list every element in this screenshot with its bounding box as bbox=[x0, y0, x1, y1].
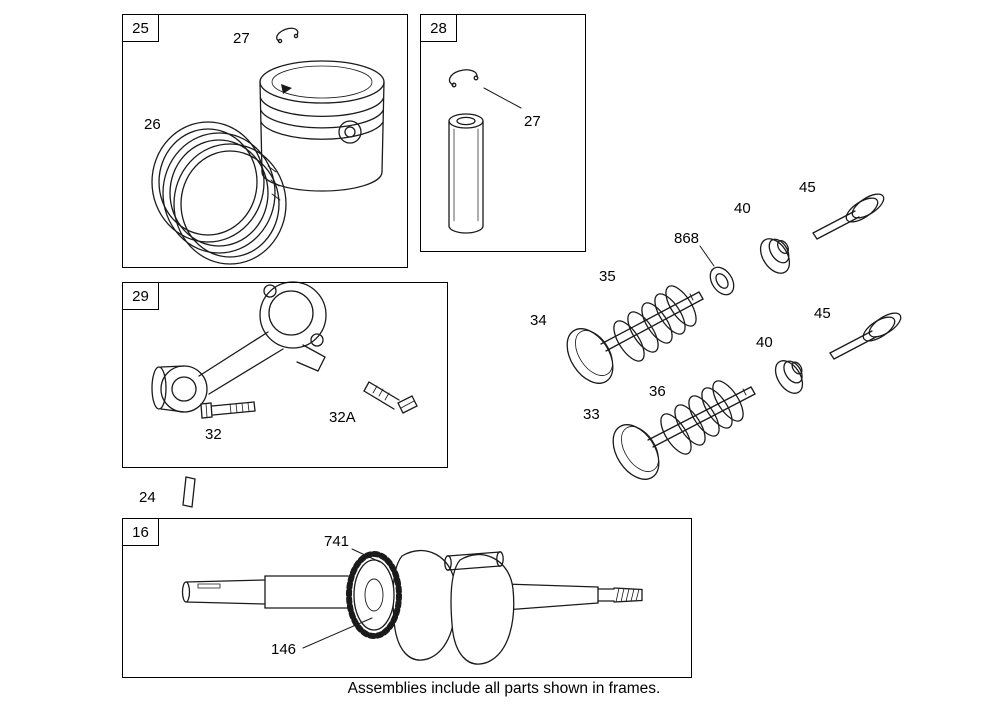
label-part-45-cap-top: 45 bbox=[799, 179, 816, 196]
valve-exhaust-icon bbox=[612, 386, 756, 480]
label-part-40-retainer-top: 40 bbox=[734, 200, 751, 217]
label-part-32-bolt: 32 bbox=[205, 426, 222, 443]
rod-bolt-icon bbox=[200, 401, 256, 419]
label-part-24-key: 24 bbox=[139, 489, 156, 506]
label-part-146-gear: 146 bbox=[271, 641, 297, 658]
label-part-32a-bolt: 32A bbox=[329, 409, 356, 426]
piston-icon bbox=[259, 60, 385, 192]
retaining-clip-pin-icon bbox=[448, 69, 522, 109]
frame-25-piston-assembly: 25 bbox=[122, 14, 408, 268]
frame-16-crankshaft-assembly: 16 bbox=[122, 518, 692, 678]
label-part-741-gear: 741 bbox=[324, 533, 350, 550]
valve-spring-intake-icon bbox=[613, 285, 697, 362]
frame-16-number: 16 bbox=[123, 519, 159, 546]
crankshaft-icon bbox=[181, 548, 643, 665]
valve-cap-bottom-icon bbox=[829, 312, 902, 360]
label-part-26-rings: 26 bbox=[144, 116, 161, 133]
label-part-45-cap-bottom: 45 bbox=[814, 305, 831, 322]
crankshaft-key-icon bbox=[182, 476, 196, 508]
frame-29-number: 29 bbox=[123, 283, 159, 310]
spring-retainer-top-icon bbox=[759, 238, 791, 274]
label-part-33-valve: 33 bbox=[583, 406, 600, 423]
valve-cap-top-icon bbox=[812, 193, 885, 240]
connecting-rod-icon bbox=[151, 281, 327, 413]
retaining-clip-piston-icon bbox=[276, 27, 299, 44]
label-part-40-retainer-bottom: 40 bbox=[756, 334, 773, 351]
frame-28-piston-pin-assembly: 28 bbox=[420, 14, 586, 252]
label-part-27-pin-clip: 27 bbox=[524, 113, 541, 130]
label-part-35-spring: 35 bbox=[599, 268, 616, 285]
frame-28-number: 28 bbox=[421, 15, 457, 42]
valve-intake-icon bbox=[566, 291, 704, 384]
frame-29-connecting-rod-assembly: 29 bbox=[122, 282, 448, 468]
rod-bolt-a-icon bbox=[363, 381, 418, 414]
valve-spring-exhaust-icon bbox=[660, 380, 744, 455]
label-part-34-valve: 34 bbox=[530, 312, 547, 329]
diagram-caption: Assemblies include all parts shown in fr… bbox=[347, 680, 661, 697]
label-part-27-piston-clip: 27 bbox=[233, 30, 250, 47]
frame-25-number: 25 bbox=[123, 15, 159, 42]
valve-seal-icon bbox=[699, 245, 735, 296]
label-part-868-seal: 868 bbox=[674, 230, 700, 247]
piston-rings-icon bbox=[151, 121, 287, 265]
piston-pin-icon bbox=[448, 113, 484, 234]
spring-retainer-bottom-icon bbox=[774, 360, 804, 394]
label-part-36-spring: 36 bbox=[649, 383, 666, 400]
